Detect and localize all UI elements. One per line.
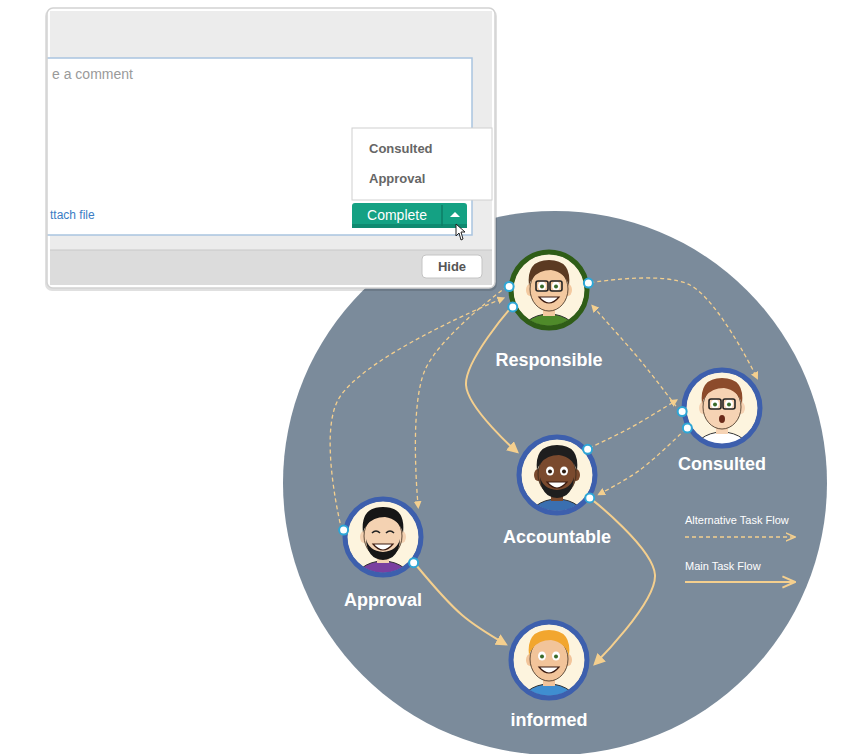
backdrop-circle <box>283 211 827 754</box>
legend-text: Main Task Flow <box>685 560 761 572</box>
role-avatar: Responsible <box>479 248 619 371</box>
legend-text: Alternative Task Flow <box>685 514 789 526</box>
alternative-flow-arrow <box>589 400 677 448</box>
role-avatar: Accountable <box>487 433 627 548</box>
placeholder-text: e a comment <box>52 66 133 82</box>
avatar-circle <box>680 366 764 450</box>
avatar-circle <box>507 618 591 702</box>
button-label: Complete <box>367 207 427 223</box>
main-flow-arrow <box>415 564 506 644</box>
complete-button <box>352 203 467 228</box>
role-label: Consulted <box>652 454 792 475</box>
alternative-flow-arrow <box>599 429 686 494</box>
mouse-cursor <box>456 224 465 240</box>
alternative-flow-arrow <box>415 286 507 507</box>
alternative-flow-arrow <box>590 278 757 378</box>
attach-link: ttach file <box>50 208 95 222</box>
menu-item: Consulted <box>369 141 433 156</box>
menu-item: Approval <box>369 171 425 186</box>
role-label: Responsible <box>479 350 619 371</box>
comment-panel <box>47 8 495 288</box>
avatar-circle <box>507 248 591 332</box>
role-avatar: informed <box>479 618 619 731</box>
dropdown-menu <box>352 128 492 200</box>
alternative-flow-arrow <box>592 306 680 412</box>
role-label: informed <box>479 710 619 731</box>
hide-button <box>422 255 482 278</box>
role-avatar: Consulted <box>652 366 792 475</box>
avatar-circle <box>515 433 599 517</box>
legend-samples <box>685 537 795 582</box>
role-avatar: Approval <box>313 495 453 611</box>
avatar-circle <box>341 495 425 579</box>
button-label: Hide <box>438 259 466 274</box>
main-flow-arrow <box>466 308 517 452</box>
role-label: Accountable <box>487 527 627 548</box>
main-flow-arrow <box>591 499 655 664</box>
role-label: Approval <box>313 590 453 611</box>
